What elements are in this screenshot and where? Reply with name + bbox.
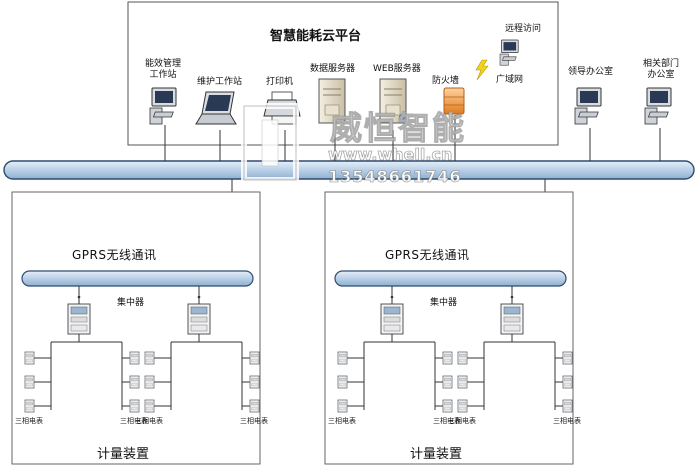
gprs-bus <box>21 270 254 287</box>
meter-label: 三相电表 <box>15 417 43 425</box>
meter-label: 三相电表 <box>433 417 461 425</box>
panel-frame <box>11 191 261 465</box>
three-phase-meter-icon <box>337 375 348 389</box>
three-phase-meter-icon <box>129 351 140 365</box>
three-phase-meter-icon <box>24 375 35 389</box>
three-phase-meter-icon <box>144 375 155 389</box>
three-phase-meter-icon <box>337 351 348 365</box>
meter-label: 三相电表 <box>448 417 476 425</box>
three-phase-meter-icon <box>442 351 453 365</box>
device-label-energy-workstation: 能效管理 工作站 <box>144 59 181 80</box>
three-phase-meter-icon <box>129 399 140 413</box>
panel-frame <box>324 191 574 465</box>
watermark-logo-mark <box>241 103 299 183</box>
server-icon <box>379 78 407 124</box>
panel-right-footer: 计量装置 <box>410 447 463 462</box>
three-phase-meter-icon <box>562 351 573 365</box>
panel-right-concentrator-label: 集中器 <box>430 298 458 308</box>
laptop-icon <box>195 91 237 125</box>
three-phase-meter-icon <box>144 399 155 413</box>
device-label-web-server: WEB服务器 <box>373 64 421 74</box>
panel-left-concentrator-label: 集中器 <box>117 298 145 308</box>
three-phase-meter-icon <box>457 375 468 389</box>
device-label-firewall: 防火墙 <box>432 76 460 86</box>
device-label-wan: 广域网 <box>496 75 524 85</box>
three-phase-meter-icon <box>442 399 453 413</box>
device-label-remote-access: 远程访问 <box>505 24 542 34</box>
three-phase-meter-icon <box>249 399 260 413</box>
office-label-departments: 相关部门 办公室 <box>642 59 679 80</box>
three-phase-meter-icon <box>457 399 468 413</box>
three-phase-meter-icon <box>442 375 453 389</box>
wan-bolt-icon <box>475 59 489 81</box>
backbone-bus <box>3 160 695 180</box>
meter-label: 三相电表 <box>120 417 148 425</box>
meter-label: 三相电表 <box>240 417 268 425</box>
workstation-icon <box>644 87 672 125</box>
three-phase-meter-icon <box>249 351 260 365</box>
three-phase-meter-icon <box>24 351 35 365</box>
panel-left-footer: 计量装置 <box>97 447 150 462</box>
three-phase-meter-icon <box>562 399 573 413</box>
meter-label: 三相电表 <box>553 417 581 425</box>
device-label-maintenance: 维护工作站 <box>197 77 243 87</box>
metering-panel-left <box>11 191 261 465</box>
gprs-bus <box>334 270 567 287</box>
three-phase-meter-icon <box>24 399 35 413</box>
three-phase-meter-icon <box>129 375 140 389</box>
office-label-leader: 领导办公室 <box>568 67 614 77</box>
three-phase-meter-icon <box>562 375 573 389</box>
platform-title: 智慧能耗云平台 <box>270 29 362 44</box>
workstation-icon <box>574 87 602 125</box>
server-icon <box>318 78 346 124</box>
meter-label: 三相电表 <box>328 417 356 425</box>
device-label-printer: 打印机 <box>266 77 294 87</box>
device-label-data-server: 数据服务器 <box>310 64 356 74</box>
three-phase-meter-icon <box>337 399 348 413</box>
metering-panel-right <box>324 191 574 465</box>
firewall-icon <box>443 87 465 115</box>
meter-label: 三相电表 <box>135 417 163 425</box>
three-phase-meter-icon <box>249 375 260 389</box>
panel-left-gprs-label: GPRS无线通讯 <box>72 248 157 262</box>
three-phase-meter-icon <box>457 351 468 365</box>
watermark-phone: 13548661746 <box>328 167 462 187</box>
watermark-url: www.whell.cn <box>328 145 453 165</box>
watermark-logo-text: 威恒智能 <box>329 109 467 148</box>
three-phase-meter-icon <box>144 351 155 365</box>
panel-right-gprs-label: GPRS无线通讯 <box>385 248 470 262</box>
